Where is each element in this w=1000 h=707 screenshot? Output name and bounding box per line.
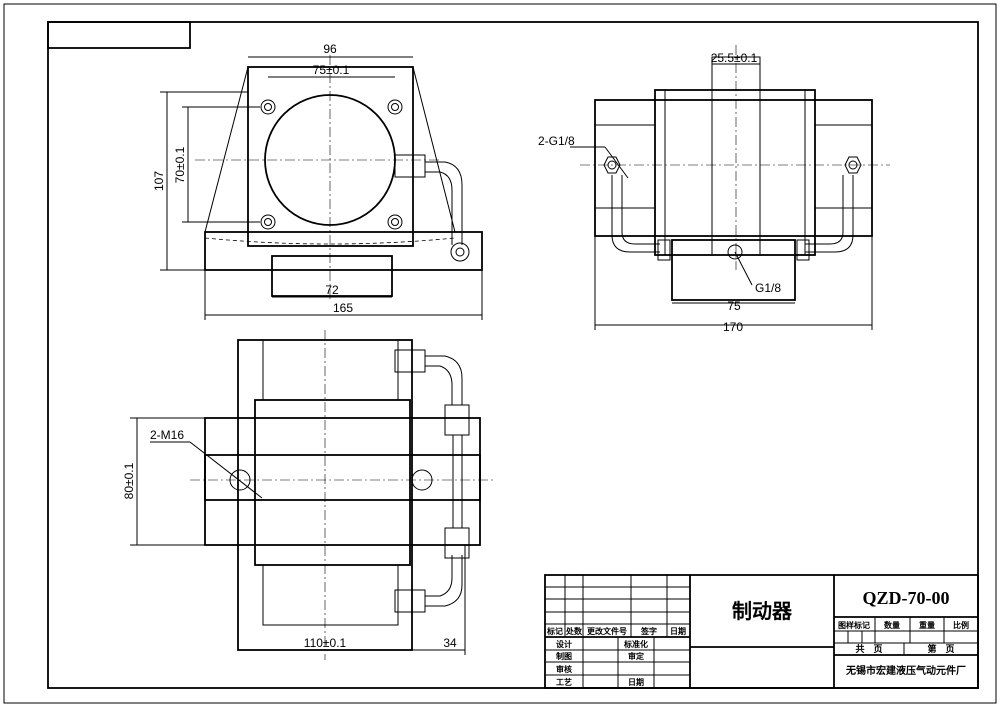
sign-drawing: 制图 <box>556 651 572 661</box>
sign-date: 日期 <box>628 677 644 687</box>
sheet-number: 第 页 <box>927 643 954 654</box>
title-block <box>544 574 979 689</box>
rev-header-date: 日期 <box>670 626 686 636</box>
dim-base-width: 165 <box>333 301 353 315</box>
sign-process: 工艺 <box>556 677 572 687</box>
dim-overall: 170 <box>723 320 743 334</box>
bolt-label: 2-M16 <box>150 428 184 442</box>
attr-weight: 重量 <box>919 620 935 630</box>
corner-box <box>47 21 191 49</box>
rev-header-count: 处数 <box>565 626 583 636</box>
top-view <box>130 330 495 660</box>
attr-drawing-mark: 图样标记 <box>838 620 870 630</box>
dim-offset: 34 <box>443 636 457 650</box>
attr-scale: 比例 <box>953 620 969 630</box>
rev-header-doc: 更改文件号 <box>587 626 627 636</box>
dim-inner: 75 <box>727 299 741 313</box>
inner-frame <box>47 21 979 689</box>
dim-slot-height: 80±0.1 <box>122 462 136 499</box>
attr-quantity: 数量 <box>884 620 900 630</box>
dim-length: 110±0.1 <box>304 636 347 650</box>
sign-review: 审核 <box>556 664 572 674</box>
product-name: 制动器 <box>732 600 793 623</box>
front-view <box>160 55 483 320</box>
side-view <box>570 45 890 330</box>
dim-shaft: 25.5±0.1 <box>711 51 758 65</box>
dim-hole-spacing-h: 75±0.1 <box>313 63 350 77</box>
outer-border <box>3 3 997 704</box>
company-name: 无锡市宏建液压气动元件厂 <box>845 664 966 677</box>
rev-header-mark: 标记 <box>546 626 563 636</box>
dim-width-top: 96 <box>323 42 337 56</box>
sign-design: 设计 <box>556 639 572 649</box>
drawing-number: QZD-70-00 <box>863 588 950 608</box>
sign-standard: 标准化 <box>623 639 648 649</box>
dim-base-block: 72 <box>325 283 339 297</box>
rev-header-sign: 签字 <box>640 626 657 636</box>
dim-hole-spacing-v: 70±0.1 <box>173 146 187 183</box>
sign-approve: 审定 <box>628 651 644 661</box>
sheet-total: 共 页 <box>855 643 882 654</box>
port-label: 2-G1/8 <box>538 134 575 148</box>
port-label-bottom: G1/8 <box>755 281 781 295</box>
dim-height: 107 <box>152 171 166 191</box>
